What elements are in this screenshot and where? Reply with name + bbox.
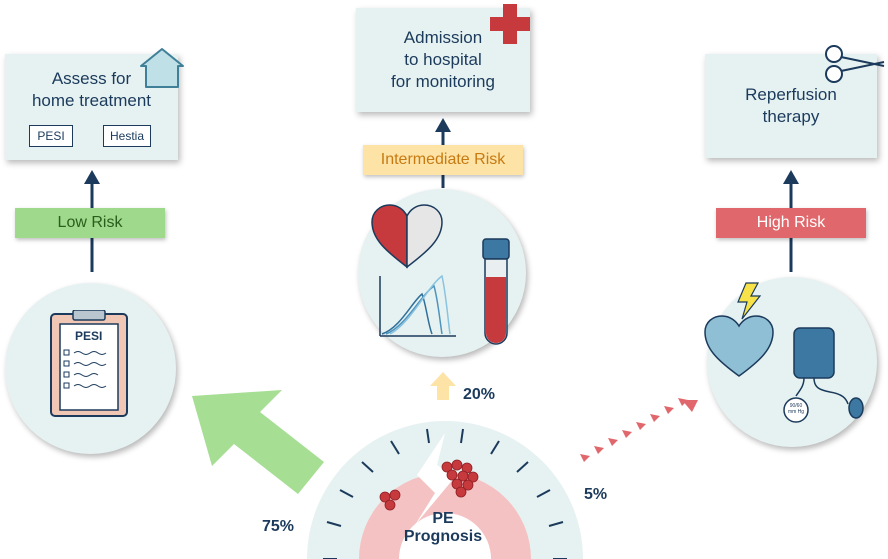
gauge-label-line-2: Prognosis — [403, 528, 483, 545]
low-card-line-1: Assess for — [51, 69, 132, 88]
lightning-icon — [737, 282, 762, 320]
high-risk-outcome-card: Reperfusion therapy — [705, 54, 877, 158]
int-card-line-1: Admission — [403, 28, 483, 47]
medical-cross-icon — [490, 4, 530, 44]
intermediate-risk-tag: Intermediate Risk — [363, 145, 523, 175]
hestia-score-box: Hestia — [103, 125, 151, 147]
small-yellow-up-arrow — [430, 372, 456, 400]
high-card-line-2: therapy — [762, 107, 820, 126]
low-card-line-2: home treatment — [31, 91, 152, 110]
house-icon — [140, 48, 184, 88]
heart-icon — [704, 315, 774, 377]
high-risk-dotted-arrow — [580, 398, 698, 462]
low-risk-outcome-text: Assess for home treatment — [32, 68, 151, 112]
clipboard-title: PESI — [75, 329, 103, 343]
high-card-line-1: Reperfusion — [745, 85, 837, 104]
bp-reading-line-2: mm Hg — [787, 409, 805, 415]
bp-reading: 90/60 mm Hg — [784, 403, 808, 415]
gauge-label-line-1: PE — [432, 510, 454, 527]
gauge-icon — [307, 421, 583, 559]
low-risk-tag: Low Risk — [15, 208, 165, 238]
blood-pressure-cuff-icon — [783, 327, 864, 423]
intermediate-percent: 20% — [463, 386, 496, 403]
int-card-line-3: for monitoring — [391, 72, 495, 91]
int-card-line-2: to hospital — [404, 50, 482, 69]
heart-icon — [371, 204, 443, 269]
high-percent: 5% — [584, 486, 608, 503]
clipboard-icon — [50, 310, 128, 417]
high-risk-tag: High Risk — [716, 208, 866, 238]
low-risk-big-arrow — [192, 390, 324, 494]
low-percent: 75% — [262, 518, 295, 535]
gauge-label: PE Prognosis — [392, 510, 494, 546]
bp-reading-line-1: 90/60 — [789, 403, 803, 409]
pesi-score-box: PESI — [29, 125, 73, 147]
waveform-icon — [379, 274, 456, 337]
blood-tube-icon — [482, 238, 510, 345]
scissors-icon — [825, 45, 885, 83]
